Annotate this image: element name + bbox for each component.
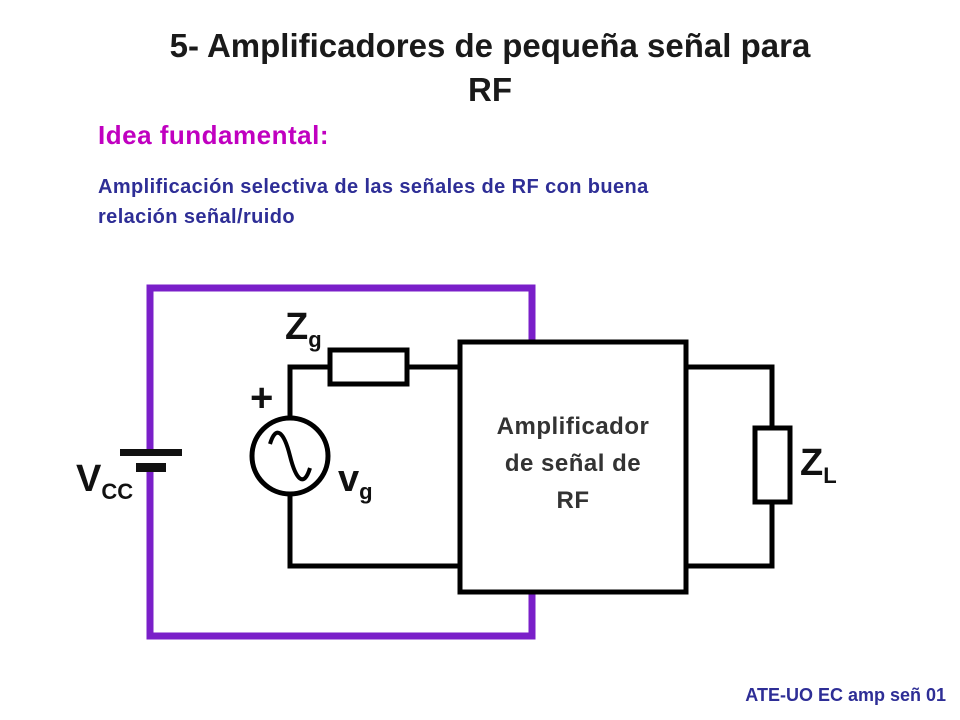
input-wire-top <box>287 364 330 418</box>
output-wire-bottom <box>686 502 775 569</box>
title-line-1: 5- Amplificadores de pequeña señal para <box>169 27 811 64</box>
zl-main: Z <box>800 442 824 484</box>
zg-resistor <box>327 347 410 387</box>
zg-label: Zg <box>285 306 322 352</box>
vg-label: vg <box>338 458 373 504</box>
plus-label: + <box>250 376 274 420</box>
amplifier-label-line-2: de señal de <box>504 450 642 477</box>
battery-short-plate <box>136 463 166 472</box>
sine-icon <box>268 430 312 482</box>
amplifier-label-line-3: RF <box>556 487 590 514</box>
input-wire-bottom <box>287 494 460 569</box>
zl-label: ZL <box>800 442 837 488</box>
supply-wire <box>146 284 536 455</box>
description-line-1: Amplificación selectiva de las señales d… <box>98 176 649 198</box>
output-wire-top <box>686 364 775 428</box>
zl-sub: L <box>823 463 837 488</box>
vcc-label: VCC <box>76 458 134 504</box>
supply-wire-bottom <box>146 468 536 640</box>
vg-sub: g <box>359 479 373 504</box>
vg-main: v <box>338 458 360 500</box>
amplifier-block <box>457 339 689 595</box>
zg-main: Z <box>285 306 309 348</box>
slide-title: 5- Amplificadores de pequeña señal para … <box>0 24 960 112</box>
vcc-main: V <box>76 458 102 500</box>
footer: ATE-UO EC amp señ 01 <box>745 685 946 705</box>
title-line-2: RF <box>468 71 512 108</box>
amplifier-label: Amplificador de señal de RF <box>460 408 686 519</box>
subtitle: Idea fundamental: <box>98 120 329 150</box>
zg-sub: g <box>308 327 322 352</box>
battery-long-plate <box>120 449 182 456</box>
zl-resistor <box>752 425 793 505</box>
description: Amplificación selectiva de las señales d… <box>98 172 858 232</box>
amplifier-label-line-1: Amplificador <box>496 413 650 440</box>
vcc-sub: CC <box>101 479 134 504</box>
description-line-2: relación señal/ruido <box>98 206 295 228</box>
